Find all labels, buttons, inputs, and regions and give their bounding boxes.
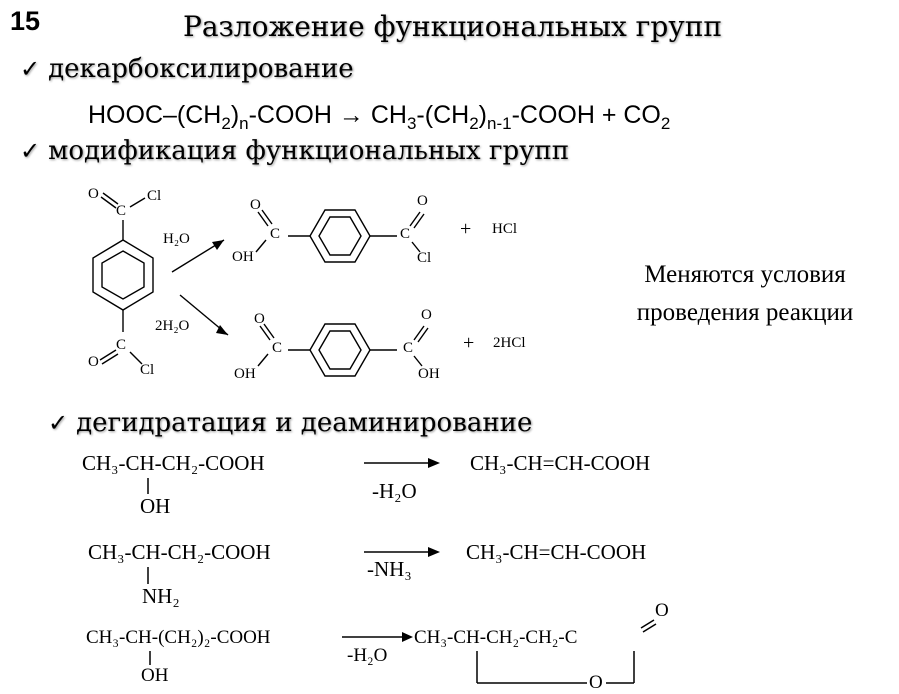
reaction-2-substituent: NH₂ [142, 584, 180, 608]
bullet-label: декарбоксилирование [48, 54, 354, 84]
checkmark-icon: ✓ [20, 55, 41, 83]
conditions-note: Меняются условия проведения реакции [636, 261, 854, 326]
plus-sign: + [460, 218, 472, 240]
slide-number: 15 [10, 6, 41, 36]
reaction-2-product: CH₃-CH=CH-COOH [466, 540, 647, 564]
oxygen-label: O [88, 186, 99, 202]
carbon-label: C [272, 340, 283, 356]
hydroxyl-label: OH [232, 249, 254, 265]
checkmark-icon: ✓ [20, 137, 41, 165]
carbon-label: C [270, 226, 281, 242]
carbon-label: C [403, 340, 414, 356]
oxygen-label: O [250, 197, 261, 213]
reaction-1-substituent: OH [140, 494, 171, 518]
reagent-2-water: 2H₂O [155, 318, 190, 334]
hydroxyl-label: OH [418, 366, 440, 382]
bullet-decarboxylation: ✓декарбоксилирование [20, 54, 354, 84]
bullet-dehydration: ✓дегидратация и деаминирование [48, 408, 532, 438]
hydroxyl-label: OH [234, 366, 256, 382]
bullet-label: модификация функциональных групп [48, 136, 570, 166]
reaction-3-reagent: -H₂O [347, 645, 388, 666]
carbon-label: C [400, 226, 411, 242]
reaction-1-product: CH₃-CH=CH-COOH [470, 451, 651, 475]
checkmark-icon: ✓ [48, 409, 69, 437]
chlorine-label: Cl [147, 188, 162, 204]
reaction-2-reagent: -NH₃ [367, 557, 412, 581]
chlorine-label: Cl [417, 250, 432, 266]
oxygen-label: O [254, 311, 265, 327]
bullet-modification: ✓модификация функциональных групп [20, 136, 569, 166]
byproduct-2hcl: 2HCl [493, 335, 526, 351]
reaction-3-product: CH₃-CH-CH₂-CH₂-C [414, 627, 578, 648]
byproduct-hcl: HCl [492, 221, 518, 237]
page-title: Разложение функциональных групп [183, 10, 723, 43]
reaction-3-substituent: OH [141, 665, 169, 686]
carbonyl-oxygen-label: O [655, 600, 669, 621]
carbon-label: C [116, 337, 127, 353]
bullet-label: дегидратация и деаминирование [76, 408, 533, 438]
oxygen-label: O [421, 307, 432, 323]
reagent-water: H₂O [163, 231, 190, 247]
carbon-label: C [116, 203, 127, 219]
chlorine-label: Cl [140, 362, 155, 378]
oxygen-label: O [88, 354, 99, 370]
reaction-arrow-icon: → [338, 101, 364, 129]
ring-oxygen-label: O [589, 672, 603, 693]
reaction-2-reactant: CH₃-CH-CH₂-COOH [88, 540, 271, 564]
reaction-3-reactant: CH₃-CH-(CH₂)₂-COOH [86, 627, 271, 648]
reaction-1-reagent: -H₂O [372, 479, 417, 503]
plus-sign: + [463, 332, 475, 354]
reaction-1-reactant: CH₃-CH-CH₂-COOH [82, 451, 265, 475]
oxygen-label: O [417, 193, 428, 209]
decarboxylation-equation: HOOC–(CH2)n-COOH → CH3-(CH2)n-1-COOH + C… [88, 101, 671, 133]
